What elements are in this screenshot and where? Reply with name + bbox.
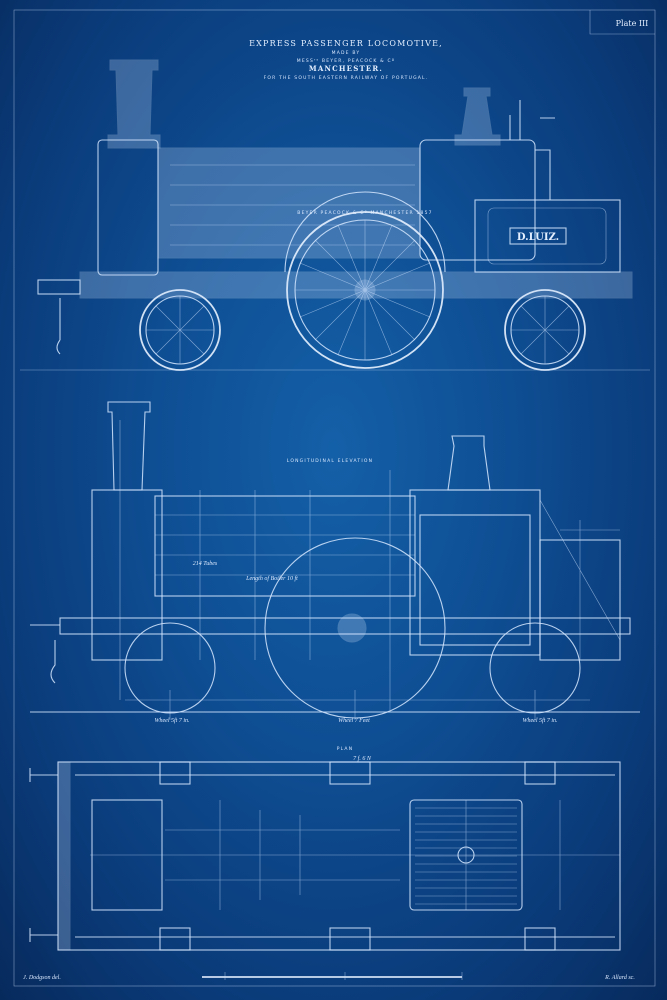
sheet-border (13, 9, 656, 987)
tender-box (474, 199, 621, 273)
wheel-rear-label: Wheel 5ft 7 in. (523, 717, 558, 724)
draughtsman-credit: J. Dodgson del. (23, 975, 61, 981)
longitudinal-elevation: LONGITUDINAL ELEVATION 214 Tubes Length … (30, 401, 640, 724)
boiler (157, 147, 421, 259)
nameplate (509, 227, 567, 245)
smokebox (97, 139, 159, 276)
longitudinal-label: LONGITUDINAL ELEVATION (287, 458, 373, 464)
frame-section (59, 617, 631, 635)
boiler-section (154, 495, 416, 597)
engraver-credit: R. Allard sc. (604, 975, 635, 981)
plate-label: Plate III (616, 19, 649, 28)
title-main: EXPRESS PASSENGER LOCOMOTIVE, (249, 39, 443, 48)
main-frame (79, 271, 633, 299)
plan-outline (57, 761, 621, 951)
steam-dome (454, 87, 501, 146)
title-made-by: MADE BY (332, 50, 361, 56)
footer: J. Dodgson del. R. Allard sc. (23, 972, 635, 981)
chimney-section (107, 401, 151, 491)
plan-view: PLAN 7 f. 6 N (29, 746, 621, 951)
boiler-length-label: Length of Boiler 10 ft (245, 575, 298, 582)
driving-wheel-splasher (284, 191, 446, 273)
buffer-beam (57, 761, 71, 951)
scale-bar (202, 972, 463, 980)
cab-fittings (509, 100, 555, 200)
wheel-driving-label: Wheel 7 Feet (338, 718, 370, 724)
plan-label: PLAN (337, 746, 354, 752)
coupling-chain (56, 298, 61, 355)
nameplate-text: D.LUIZ. (517, 232, 559, 243)
plan-dimension: 7 f. 6 N (353, 755, 372, 762)
title-makers: MESSʳˢ BEYER, PEACOCK & Cº (297, 58, 395, 64)
wheel-front-label: Wheel 5ft 7 in. (155, 717, 190, 724)
splasher-inscription: BEYER PEACOCK & Cº MANCHESTER 1857 (297, 210, 432, 216)
buffer (37, 279, 81, 295)
plate-box (589, 10, 655, 35)
tubes-label: 214 Tubes (193, 560, 218, 567)
chimney (107, 59, 161, 149)
side-elevation: D.LUIZ. BEYER PEACOCK & Cº MANCHESTER 18… (20, 59, 650, 371)
title-railway: FOR THE SOUTH EASTERN RAILWAY OF PORTUGA… (264, 75, 429, 81)
leading-wheel (139, 289, 221, 371)
dome-section (447, 435, 491, 491)
trailing-wheel (504, 289, 586, 371)
plan-buffers (29, 768, 58, 942)
buffer-hook-section (30, 624, 60, 684)
title-block: EXPRESS PASSENGER LOCOMOTIVE, MADE BY ME… (249, 39, 443, 81)
driving-wheel (286, 211, 444, 369)
title-city: MANCHESTER. (309, 64, 383, 73)
